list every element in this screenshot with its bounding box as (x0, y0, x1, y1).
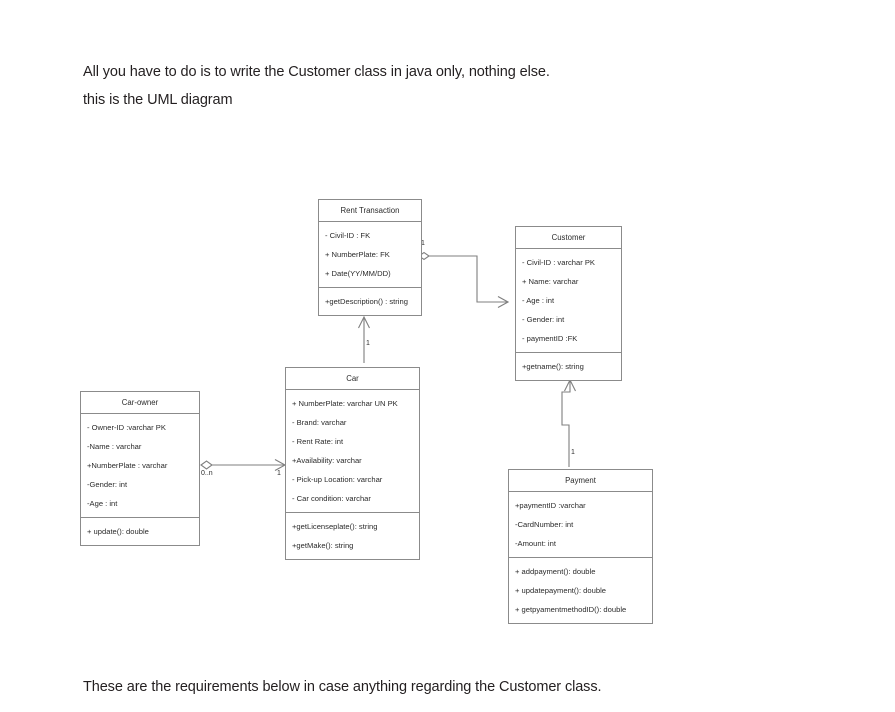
method-row: +getname(): string (522, 361, 584, 371)
method-row: + update(): double (87, 526, 149, 536)
class-title-car-owner: Car-owner (81, 392, 199, 414)
attribute-row: + NumberPlate: varchar UN PK (292, 398, 398, 408)
connector-rent-to-customer (418, 251, 510, 308)
multiplicity-car-side: 1 (277, 470, 281, 477)
method-row: +getLicenseplate(): string (292, 521, 378, 531)
attributes-car-owner: - Owner-ID :varchar PK -Name : varchar +… (81, 414, 199, 518)
methods-customer: +getname(): string (516, 353, 621, 380)
uml-class-car-owner[interactable]: Car-owner - Owner-ID :varchar PK -Name :… (80, 391, 200, 546)
attributes-customer: - Civil-ID : varchar PK + Name: varchar … (516, 249, 621, 353)
attributes-car: + NumberPlate: varchar UN PK - Brand: va… (286, 390, 419, 513)
attribute-row: + Name: varchar (522, 276, 579, 286)
attributes-payment: +paymentID :varchar -CardNumber: int -Am… (509, 492, 652, 558)
attribute-row: +Availability: varchar (292, 455, 362, 465)
uml-class-rent-transaction[interactable]: Rent Transaction - Civil-ID : FK + Numbe… (318, 199, 422, 316)
connector-carowner-to-car (200, 459, 287, 471)
methods-car: +getLicenseplate(): string +getMake(): s… (286, 513, 419, 559)
attributes-rent-transaction: - Civil-ID : FK + NumberPlate: FK + Date… (319, 222, 421, 288)
attribute-row: - Civil-ID : FK (325, 230, 371, 240)
class-title-car: Car (286, 368, 419, 390)
method-row: + addpayment(): double (515, 566, 596, 576)
methods-payment: + addpayment(): double + updatepayment()… (509, 558, 652, 623)
method-row: +getMake(): string (292, 540, 354, 550)
attribute-row: -Age : int (87, 498, 118, 508)
attribute-row: -CardNumber: int (515, 519, 574, 529)
attribute-row: -Amount: int (515, 538, 556, 548)
methods-car-owner: + update(): double (81, 518, 199, 545)
method-row: + getpyamentmethodID(): double (515, 604, 627, 614)
attribute-row: -Gender: int (87, 479, 128, 489)
methods-rent-transaction: +getDescription() : string (319, 288, 421, 315)
attribute-row: - Brand: varchar (292, 417, 347, 427)
uml-class-car[interactable]: Car + NumberPlate: varchar UN PK - Brand… (285, 367, 420, 560)
multiplicity-payment-to-customer: 1 (571, 449, 575, 456)
attribute-row: -Name : varchar (87, 441, 142, 451)
attribute-row: +paymentID :varchar (515, 500, 586, 510)
uml-class-payment[interactable]: Payment +paymentID :varchar -CardNumber:… (508, 469, 653, 624)
attribute-row: - Car condition: varchar (292, 493, 371, 503)
attribute-row: - paymentID :FK (522, 333, 578, 343)
attribute-row: - Pick-up Location: varchar (292, 474, 383, 484)
class-title-payment: Payment (509, 470, 652, 492)
attribute-row: - Civil-ID : varchar PK (522, 257, 595, 267)
uml-class-customer[interactable]: Customer - Civil-ID : varchar PK + Name:… (515, 226, 622, 381)
intro-line-2: this is the UML diagram (83, 92, 233, 108)
multiplicity-car-to-rent: 1 (366, 340, 370, 347)
attribute-row: +NumberPlate : varchar (87, 460, 168, 470)
attribute-row: - Owner-ID :varchar PK (87, 422, 166, 432)
attribute-row: + NumberPlate: FK (325, 249, 390, 259)
attribute-row: - Age : int (522, 295, 555, 305)
footer-requirements-line: These are the requirements below in case… (83, 679, 602, 695)
attribute-row: - Rent Rate: int (292, 436, 344, 446)
intro-line-1: All you have to do is to write the Custo… (83, 64, 550, 80)
method-row: +getDescription() : string (325, 296, 408, 306)
method-row: + updatepayment(): double (515, 585, 606, 595)
class-title-rent-transaction: Rent Transaction (319, 200, 421, 222)
multiplicity-rent-to-customer: 1 (421, 240, 425, 247)
attribute-row: - Gender: int (522, 314, 565, 324)
attribute-row: + Date(YY/MM/DD) (325, 268, 391, 278)
multiplicity-carowner-to-car: 0..n (201, 470, 213, 477)
class-title-customer: Customer (516, 227, 621, 249)
